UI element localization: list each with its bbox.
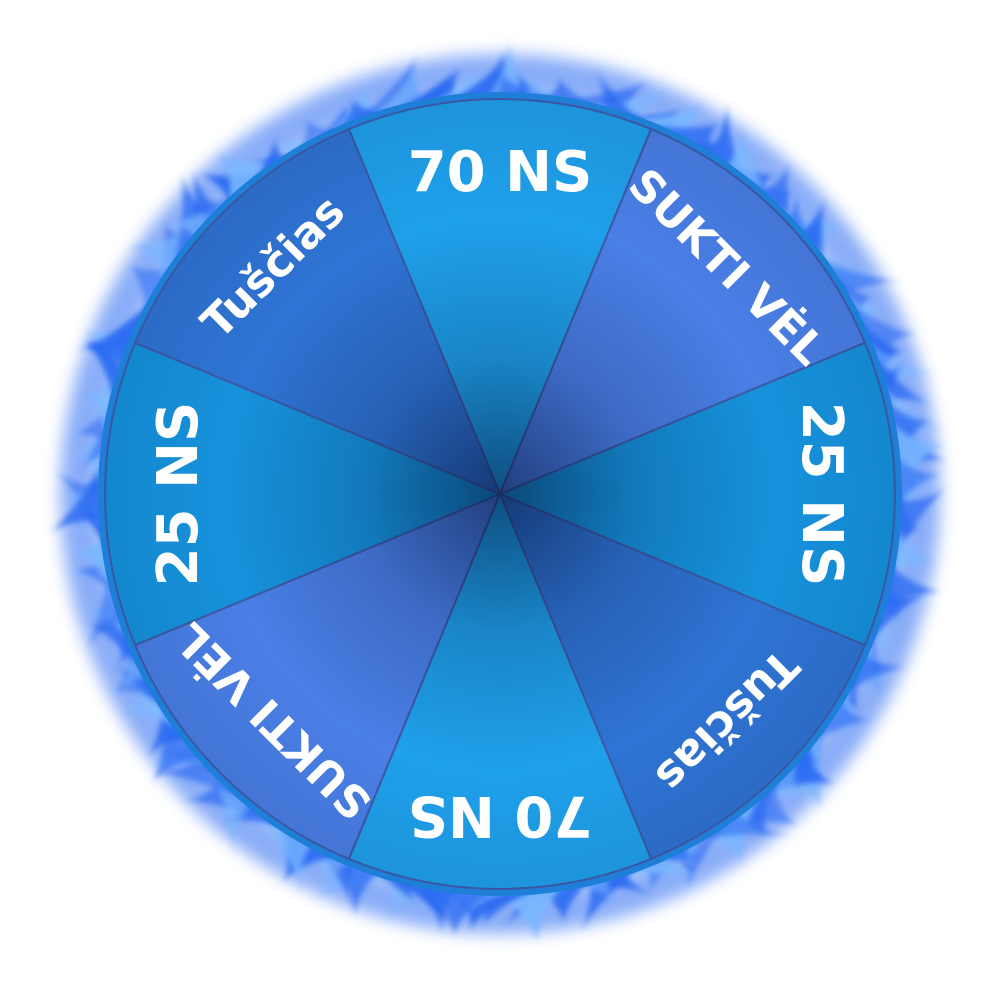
segment-label: 25 NS [789, 402, 854, 587]
flame-tongue [889, 485, 948, 568]
segment-label: 70 NS [408, 140, 593, 205]
segment-label: 70 NS [408, 783, 593, 848]
flame-tongue [894, 456, 942, 509]
segment-label: 25 NS [146, 402, 211, 587]
flame-tongue [887, 526, 938, 575]
flame-tongue [47, 456, 106, 535]
wheel-segments [104, 98, 896, 890]
